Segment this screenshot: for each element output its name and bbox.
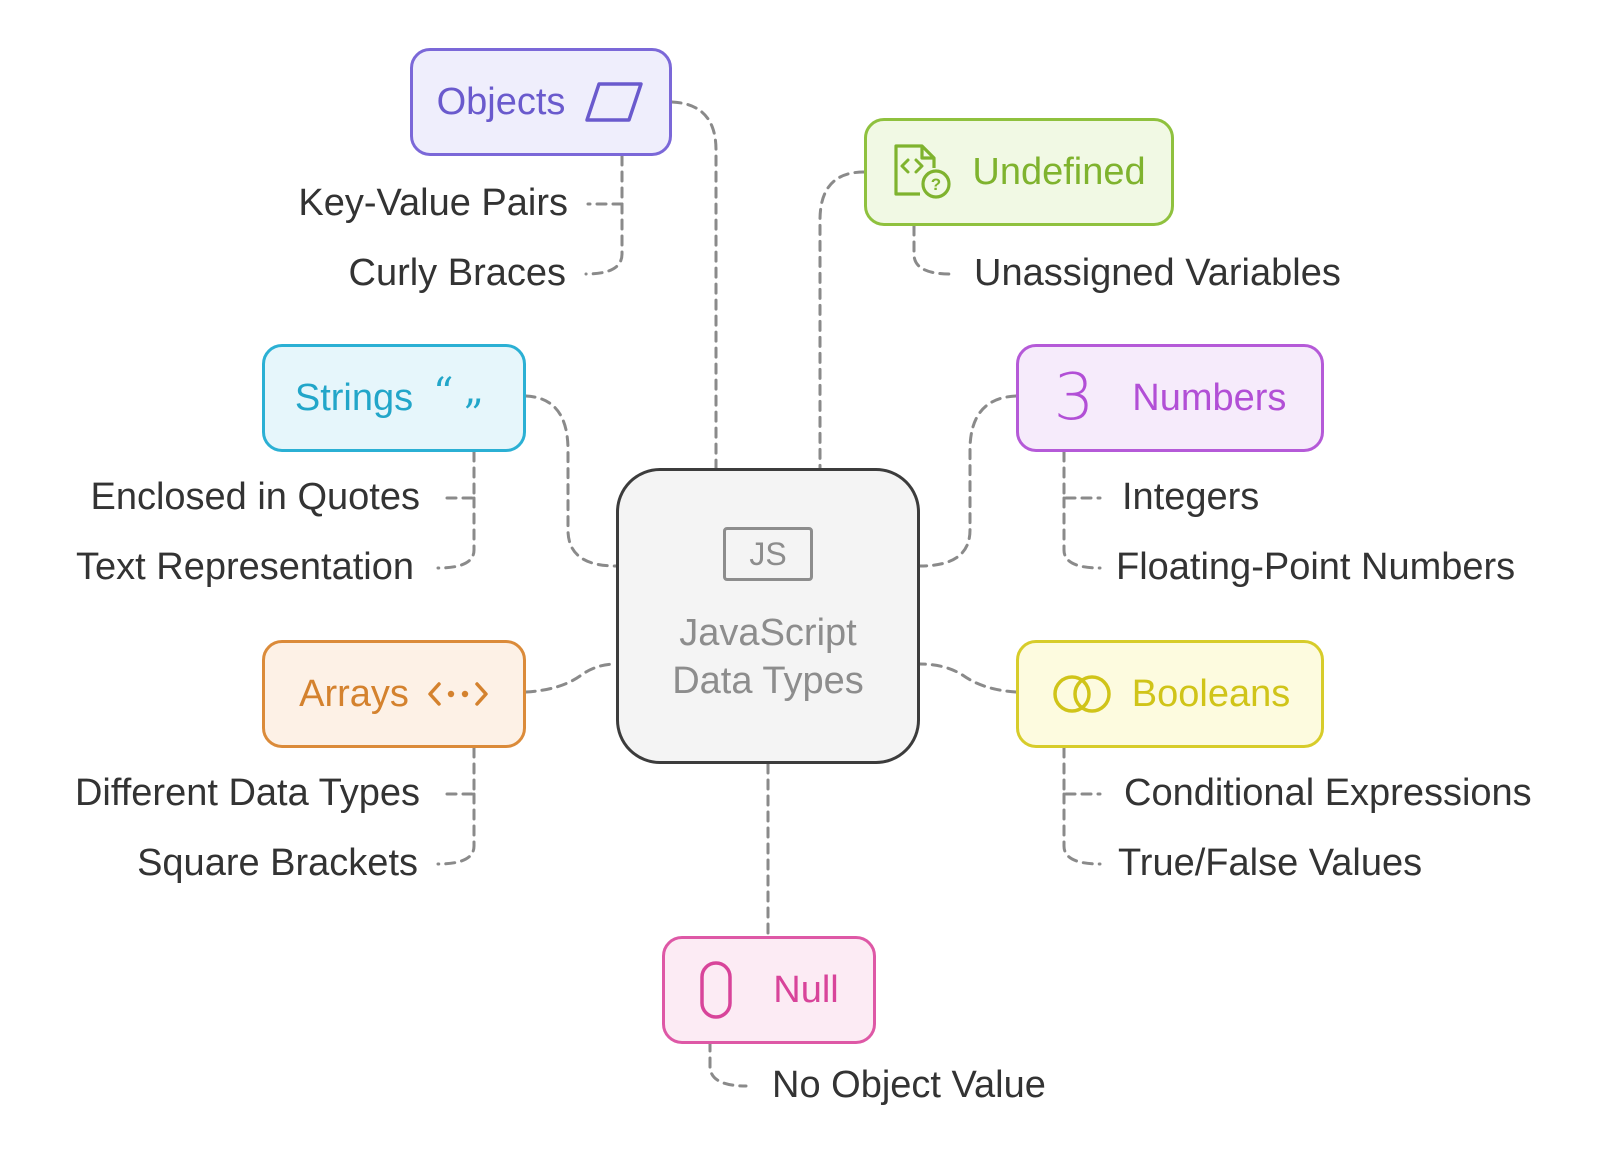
connector-numbers-item-1 (1062, 450, 1102, 500)
center-title: JavaScript Data Types (672, 612, 864, 702)
undefined-item-1: Unassigned Variables (974, 252, 1341, 294)
connector-strings-item-1 (438, 450, 476, 500)
node-booleans: Booleans (1016, 640, 1324, 748)
parallelogram-icon (583, 80, 645, 124)
node-arrays-label: Arrays (299, 672, 409, 715)
node-numbers-label: Numbers (1132, 376, 1287, 419)
quotes-icon: “ ” (431, 376, 493, 420)
svg-text:”: ” (463, 392, 483, 420)
zero-icon (699, 960, 733, 1020)
arrays-item-1: Different Data Types (74, 772, 420, 814)
svg-text:?: ? (931, 175, 941, 194)
arrows-dots-icon (427, 677, 489, 711)
node-undefined-label: Undefined (972, 150, 1146, 193)
connector-arrays (524, 662, 618, 694)
booleans-item-1: Conditional Expressions (1124, 772, 1532, 814)
connector-undefined (818, 170, 866, 470)
connector-objects-item-1 (586, 154, 624, 206)
js-icon: JS (723, 527, 813, 581)
connector-null-item-1 (708, 1040, 748, 1088)
connector-booleans-item-2 (1062, 792, 1102, 866)
connector-objects-item-2 (584, 202, 624, 276)
numbers-item-2: Floating-Point Numbers (1116, 546, 1516, 588)
node-null-label: Null (773, 968, 839, 1011)
connector-strings-item-2 (436, 496, 476, 570)
connector-numbers (918, 394, 1018, 568)
connector-booleans (918, 662, 1018, 694)
connector-booleans-item-1 (1062, 746, 1102, 796)
node-numbers: 3 Numbers (1016, 344, 1324, 452)
objects-item-1: Key-Value Pairs (298, 182, 568, 224)
connector-strings (524, 394, 618, 568)
node-arrays: Arrays (262, 640, 526, 748)
code-file-question-icon: ? (892, 142, 954, 202)
center-node: JS JavaScript Data Types (616, 468, 920, 764)
node-booleans-label: Booleans (1131, 672, 1291, 715)
node-strings-label: Strings (294, 376, 414, 419)
node-null: Null (662, 936, 876, 1044)
svg-text:“: “ (433, 376, 453, 416)
strings-item-2: Text Representation (76, 546, 414, 588)
connector-objects (670, 100, 718, 470)
node-objects-label: Objects (436, 80, 566, 123)
node-objects: Objects (410, 48, 672, 156)
arrays-item-2: Square Brackets (137, 842, 418, 884)
connector-arrays-item-1 (438, 746, 476, 796)
connector-numbers-item-2 (1062, 496, 1102, 570)
interlocked-rings-icon (1050, 672, 1114, 716)
node-undefined: ? Undefined (864, 118, 1174, 226)
strings-item-1: Enclosed in Quotes (90, 476, 420, 518)
number-three-icon: 3 (1053, 361, 1095, 435)
objects-item-2: Curly Braces (348, 252, 567, 294)
connector-undefined-item-1 (912, 224, 952, 276)
connector-arrays-item-2 (436, 792, 476, 866)
numbers-item-1: Integers (1122, 476, 1260, 518)
node-strings: Strings “ ” (262, 344, 526, 452)
null-item-1: No Object Value (772, 1064, 1046, 1106)
booleans-item-2: True/False Values (1118, 842, 1423, 884)
